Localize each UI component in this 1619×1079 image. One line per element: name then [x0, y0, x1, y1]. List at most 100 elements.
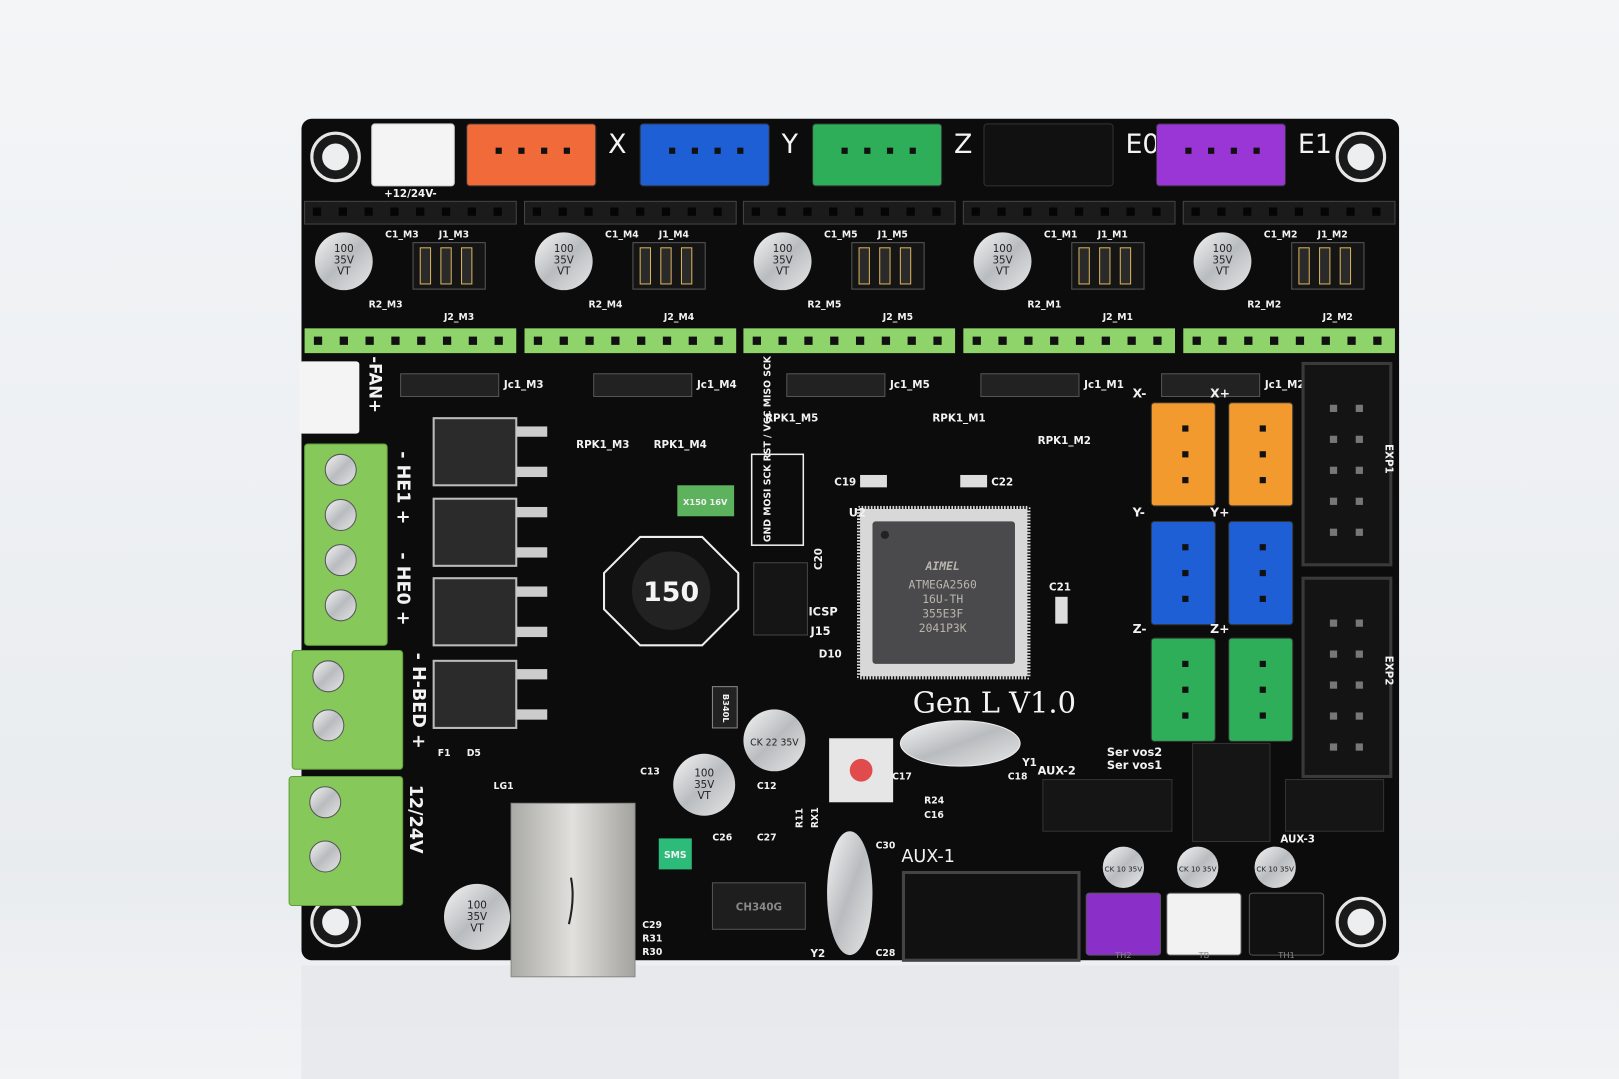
jc-header[interactable]: [786, 373, 886, 398]
terminal-screw[interactable]: [324, 544, 357, 577]
driver-header-bottom[interactable]: [304, 328, 517, 354]
header-pin: [998, 336, 1007, 345]
thermistor-connector-tb[interactable]: [1166, 892, 1242, 956]
jumper[interactable]: [1319, 247, 1331, 285]
ref-r30: R30: [642, 947, 663, 958]
header-pin: [1355, 528, 1363, 536]
endstop-label: Z+: [1210, 621, 1229, 636]
terminal-screw[interactable]: [309, 786, 342, 819]
exp2-header[interactable]: [1301, 576, 1393, 779]
terminal-screw[interactable]: [312, 660, 345, 693]
jumper[interactable]: [440, 247, 452, 285]
jumper[interactable]: [419, 247, 432, 285]
header-pin: [751, 207, 760, 216]
jumper[interactable]: [1119, 247, 1132, 285]
driver-header-bottom[interactable]: [743, 328, 956, 354]
mosfet-lead: [516, 506, 548, 518]
jumper[interactable]: [1078, 247, 1090, 285]
jc-header[interactable]: [593, 373, 693, 398]
terminal-screw[interactable]: [309, 840, 342, 873]
motor-connector-y[interactable]: [639, 123, 770, 187]
terminal-screw[interactable]: [324, 498, 357, 531]
connector-pin: [1182, 712, 1189, 719]
jumper[interactable]: [879, 247, 891, 285]
terminal-screw[interactable]: [324, 453, 357, 486]
header-pin: [1329, 712, 1338, 720]
connector-pin: [1035, 147, 1042, 154]
aux3-header[interactable]: [1284, 779, 1385, 832]
header-pin: [1355, 712, 1363, 720]
thermistor-label: TH2: [1114, 950, 1131, 960]
ref-c28: C28: [876, 948, 896, 959]
screw-terminal[interactable]: [291, 649, 404, 770]
exp1-header[interactable]: [1301, 361, 1393, 567]
connector-pin: [1058, 147, 1065, 154]
exp1-label: EXP1: [1383, 444, 1395, 474]
jc-header[interactable]: [400, 373, 500, 398]
jumper[interactable]: [1298, 247, 1310, 285]
servo-header[interactable]: [1192, 742, 1271, 843]
driver-header-top[interactable]: [962, 200, 1176, 225]
jumper[interactable]: [858, 247, 870, 285]
mosfets: [432, 417, 548, 729]
fan-label: -FAN+: [366, 356, 385, 413]
jumper[interactable]: [680, 247, 693, 285]
fan-connector[interactable]: [299, 361, 360, 434]
driver-header-top[interactable]: [742, 200, 956, 225]
motor-connector-x[interactable]: [466, 123, 597, 187]
motor-connector-e1[interactable]: [1155, 123, 1287, 187]
exp-pins: [1329, 404, 1363, 751]
connector-pin: [495, 147, 502, 154]
icsp-ref: J15: [810, 624, 831, 638]
reset-button[interactable]: [849, 758, 873, 782]
ref-c12: C12: [757, 781, 777, 792]
capacitor-label: 100: [773, 243, 793, 255]
aux1-header[interactable]: [901, 870, 1081, 962]
header-pin: [1049, 207, 1058, 216]
jc-header[interactable]: [1161, 373, 1261, 398]
header-pin: [803, 207, 812, 216]
capacitor-label: 35V: [694, 779, 714, 791]
header-pin: [390, 207, 399, 216]
connector-pin: [669, 147, 676, 154]
icsp-header[interactable]: [753, 562, 808, 636]
jumper[interactable]: [660, 247, 672, 285]
driver-header-bottom[interactable]: [1183, 328, 1395, 354]
ref-d5: D5: [467, 748, 481, 759]
header-pin: [752, 336, 761, 345]
header-pin: [1329, 743, 1338, 751]
jumper[interactable]: [1099, 247, 1111, 285]
driver-header-bottom[interactable]: [524, 328, 737, 354]
jumper[interactable]: [1339, 247, 1352, 285]
terminal-screw[interactable]: [312, 709, 345, 742]
jc-header[interactable]: [980, 373, 1080, 398]
connector-pin: [1182, 425, 1189, 432]
capacitor-ck22: [743, 709, 806, 772]
ref-c13: C13: [640, 766, 660, 777]
capacitor-label: CK 10 35V: [1105, 864, 1143, 873]
driver-header-top[interactable]: [1182, 200, 1396, 225]
usb-serial-chip: [711, 882, 806, 930]
driver-header-top[interactable]: [524, 200, 737, 225]
terminal-screw[interactable]: [324, 589, 357, 622]
jumper[interactable]: [899, 247, 912, 285]
motor-connector-z[interactable]: [812, 123, 943, 187]
power-connector[interactable]: [371, 123, 455, 187]
driver-header-bottom[interactable]: [963, 328, 1176, 354]
header-pin: [1355, 681, 1363, 689]
screw-terminal[interactable]: [304, 443, 388, 646]
header-pin: [636, 207, 645, 216]
terminal-label: 12/24V: [405, 785, 425, 854]
thermistor-connector-th2[interactable]: [1085, 892, 1162, 956]
terminal-label: - HE0 +: [393, 552, 413, 625]
header-pin: [558, 207, 567, 216]
driver-header-top[interactable]: [304, 200, 517, 225]
motor-connector-e0[interactable]: [983, 123, 1114, 187]
header-pin: [972, 336, 981, 345]
thermistor-connector-th1[interactable]: [1248, 892, 1325, 956]
jumper[interactable]: [639, 247, 652, 285]
jumper[interactable]: [461, 247, 473, 285]
screw-terminal[interactable]: [288, 775, 404, 907]
aux2-header[interactable]: [1042, 779, 1173, 832]
